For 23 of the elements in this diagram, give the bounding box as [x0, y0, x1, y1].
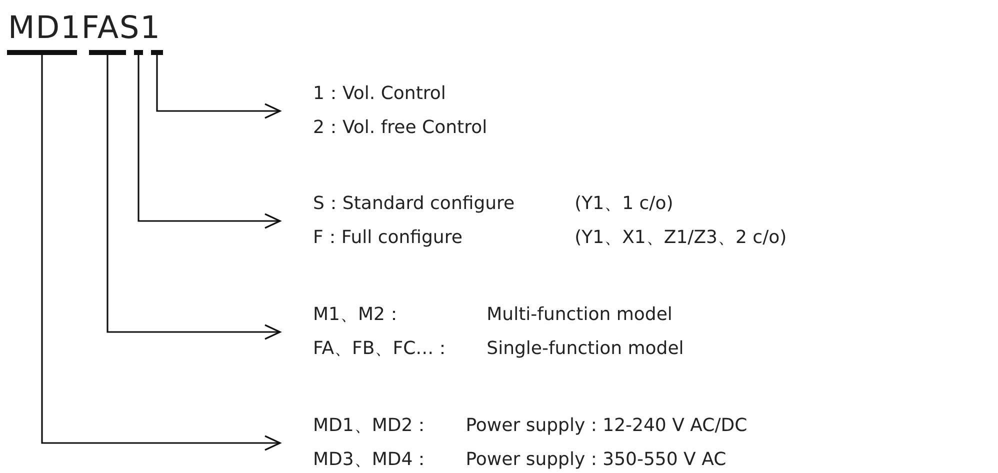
option-text: S：Standard configure — [313, 192, 515, 216]
arrow — [106, 55, 281, 340]
option-text: 2：Vol. free Control — [313, 116, 488, 140]
model-code: MD1FAS1 — [8, 10, 161, 46]
underline-bar — [7, 50, 77, 55]
option-text: 1：Vol. Control — [313, 82, 447, 106]
option-text: F：Full configure — [313, 226, 464, 250]
description-text: Power supply : 350-550 V AC — [466, 448, 728, 472]
description-text: (Y1、X1、Z1/Z3、2 c/o) — [574, 226, 787, 250]
option-text: MD1、MD2： — [313, 414, 431, 438]
option-text: MD3、MD4： — [313, 448, 431, 472]
option-text: M1、M2： — [313, 303, 404, 327]
arrow — [41, 55, 281, 451]
description-text: Single-function model — [486, 337, 684, 361]
underline-bar — [151, 50, 163, 55]
description-text: Multi-function model — [486, 303, 674, 327]
underline-bar — [134, 50, 143, 55]
arrow — [138, 55, 281, 229]
description-text: Power supply : 12-240 V AC/DC — [466, 414, 748, 438]
option-text: FA、FB、FC…： — [313, 337, 452, 361]
underline-bar — [89, 50, 126, 55]
arrow — [156, 55, 281, 119]
description-text: (Y1、1 c/o) — [574, 192, 674, 216]
